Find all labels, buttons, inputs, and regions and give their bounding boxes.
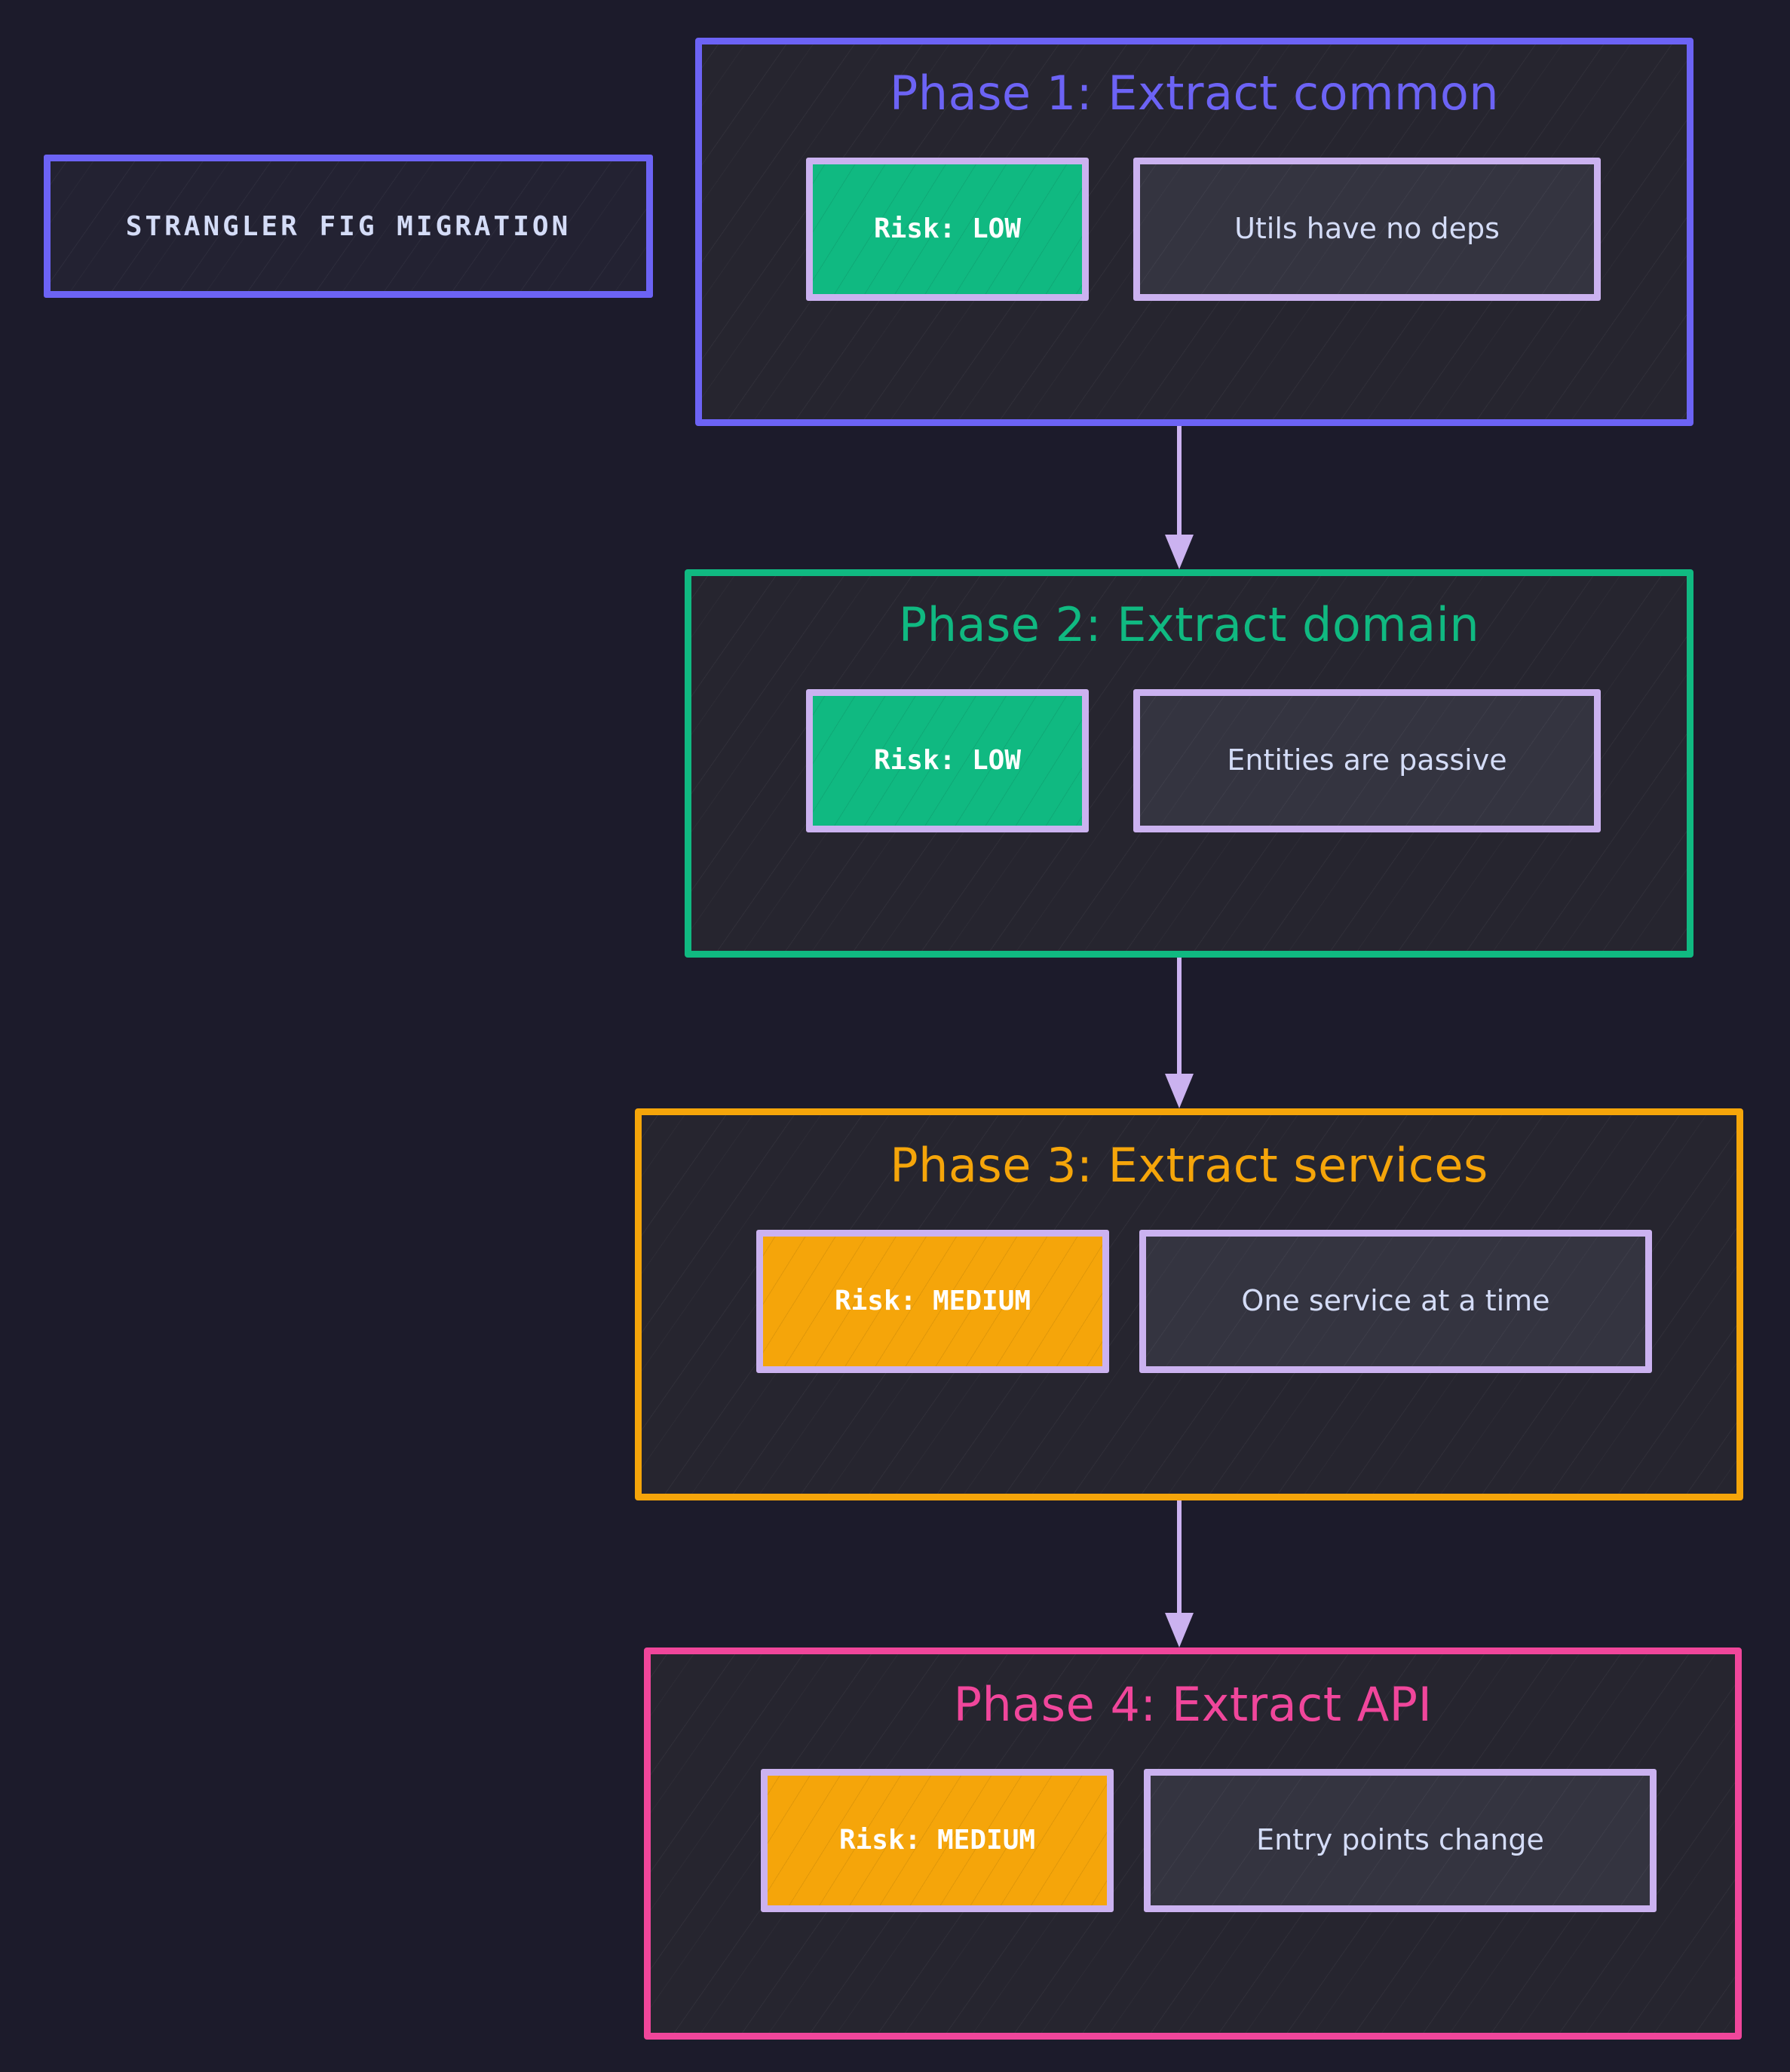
note-box-2[interactable]: Entities are passive xyxy=(1133,689,1601,832)
note-box-label-4: Entry points change xyxy=(1256,1823,1544,1857)
phase-title-3: Phase 3: Extract services xyxy=(890,1138,1488,1193)
note-box-3[interactable]: One service at a time xyxy=(1139,1230,1652,1373)
arrow-head-icon xyxy=(1165,535,1194,569)
root-node-strangler-fig-migration[interactable]: STRANGLER FIG MIGRATION xyxy=(44,155,653,298)
note-box-label-1: Utils have no deps xyxy=(1234,212,1500,246)
arrow-shaft xyxy=(1177,1500,1182,1617)
phase-container-2[interactable]: Phase 2: Extract domain Risk: LOW Entiti… xyxy=(685,569,1693,958)
phase-title-2: Phase 2: Extract domain xyxy=(898,597,1480,652)
arrow-shaft xyxy=(1177,426,1182,541)
risk-badge-label-3: Risk: MEDIUM xyxy=(834,1286,1031,1317)
risk-badge-label-2: Risk: LOW xyxy=(873,745,1022,777)
note-box-label-2: Entities are passive xyxy=(1227,743,1507,777)
phase-container-1[interactable]: Phase 1: Extract common Risk: LOW Utils … xyxy=(695,38,1693,426)
phase-container-3[interactable]: Phase 3: Extract services Risk: MEDIUM O… xyxy=(635,1108,1743,1500)
arrow-head-icon xyxy=(1165,1613,1194,1647)
note-box-4[interactable]: Entry points change xyxy=(1144,1769,1657,1912)
phase-title-1: Phase 1: Extract common xyxy=(889,66,1500,121)
phase-title-4: Phase 4: Extract API xyxy=(953,1677,1433,1732)
risk-badge-label-1: Risk: LOW xyxy=(873,213,1022,245)
root-node-label: STRANGLER FIG MIGRATION xyxy=(125,210,572,242)
note-box-label-3: One service at a time xyxy=(1241,1284,1550,1318)
risk-badge-label-4: Risk: MEDIUM xyxy=(838,1825,1036,1856)
note-box-1[interactable]: Utils have no deps xyxy=(1133,158,1601,301)
connector-arrow-phase3-to-phase4 xyxy=(1164,1500,1194,1647)
risk-badge-2[interactable]: Risk: LOW xyxy=(806,689,1089,832)
arrow-shaft xyxy=(1177,958,1182,1078)
connector-arrow-phase1-to-phase2 xyxy=(1164,426,1194,569)
risk-badge-4[interactable]: Risk: MEDIUM xyxy=(761,1769,1114,1912)
connector-arrow-phase2-to-phase3 xyxy=(1164,958,1194,1108)
risk-badge-3[interactable]: Risk: MEDIUM xyxy=(756,1230,1109,1373)
phase-container-4[interactable]: Phase 4: Extract API Risk: MEDIUM Entry … xyxy=(644,1647,1742,2040)
arrow-head-icon xyxy=(1165,1074,1194,1108)
risk-badge-1[interactable]: Risk: LOW xyxy=(806,158,1089,301)
